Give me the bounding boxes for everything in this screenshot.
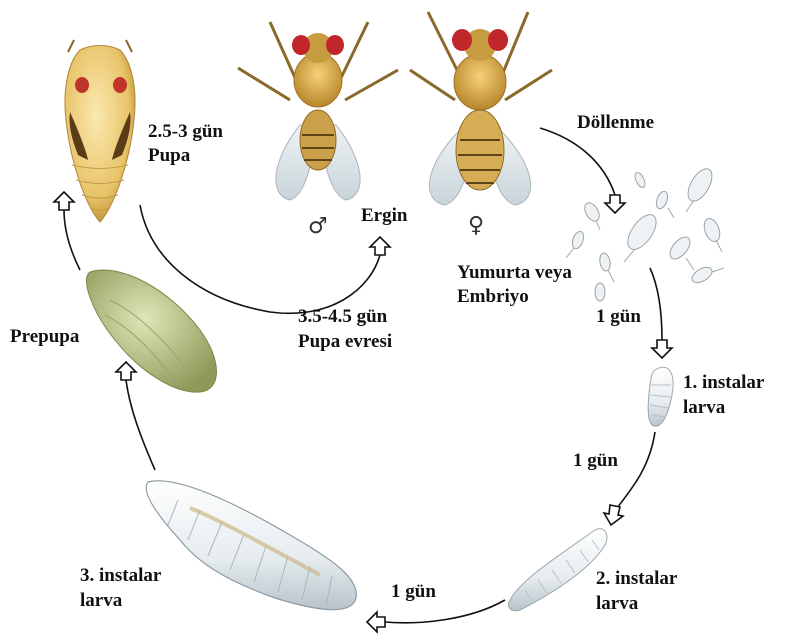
- label-l1-to-l2-duration: 1 gün: [573, 450, 618, 471]
- label-adult: Ergin: [361, 205, 408, 226]
- label-prepupa: Prepupa: [10, 326, 80, 347]
- arrow-prepupa-to-pupa: [64, 210, 80, 270]
- label-egg: Yumurta veya: [457, 262, 572, 283]
- eggs-illustration: [566, 165, 724, 301]
- arrow-egg-to-l1: [650, 268, 662, 340]
- arrowhead-up-icon: [116, 362, 136, 380]
- arrow-l2-to-l3: [385, 600, 505, 623]
- label-pupal-stage: Pupa evresi: [298, 331, 392, 352]
- pupa-illustration: [65, 40, 135, 222]
- arrowhead-down-icon: [652, 340, 672, 358]
- arrowhead-up-icon: [54, 192, 74, 210]
- label-embryo: Embriyo: [457, 286, 529, 307]
- label-l2-to-l3-duration: 1 gün: [391, 581, 436, 602]
- label-fertilization: Döllenme: [577, 112, 654, 133]
- label-l1-line1: 1. instalar: [683, 372, 765, 393]
- arrowhead-down-icon: [605, 195, 625, 213]
- second-instar-larva-illustration: [508, 529, 606, 611]
- label-l1-line2: larva: [683, 397, 726, 418]
- label-l2-line2: larva: [596, 593, 639, 614]
- arrowhead-up-icon: [370, 237, 390, 255]
- arrowhead-left-icon: [367, 612, 385, 632]
- first-instar-larva-illustration: [648, 367, 673, 426]
- label-l3-line1: 3. instalar: [80, 565, 162, 586]
- arrow-pupa-to-adult: [140, 205, 380, 313]
- label-pupa: Pupa: [148, 145, 191, 166]
- label-pupa-duration: 2.5-3 gün: [148, 121, 223, 142]
- third-instar-larva-illustration: [146, 481, 356, 610]
- male-fly-illustration: [238, 22, 398, 200]
- arrow-l1-to-l2: [617, 432, 655, 508]
- male-symbol: ♂: [308, 214, 328, 239]
- label-egg-to-l1-duration: 1 gün: [596, 306, 641, 327]
- arrow-l3-to-prepupa: [126, 380, 155, 470]
- prepupa-illustration: [86, 270, 216, 392]
- arrowhead-down-icon: [604, 505, 623, 525]
- label-pupal-stage-duration: 3.5-4.5 gün: [298, 306, 388, 327]
- female-symbol: ♀: [468, 213, 484, 238]
- label-l2-line1: 2. instalar: [596, 568, 678, 589]
- arrow-fertilization-to-egg: [540, 128, 615, 195]
- female-fly-illustration: [410, 12, 552, 205]
- label-l3-line2: larva: [80, 590, 123, 611]
